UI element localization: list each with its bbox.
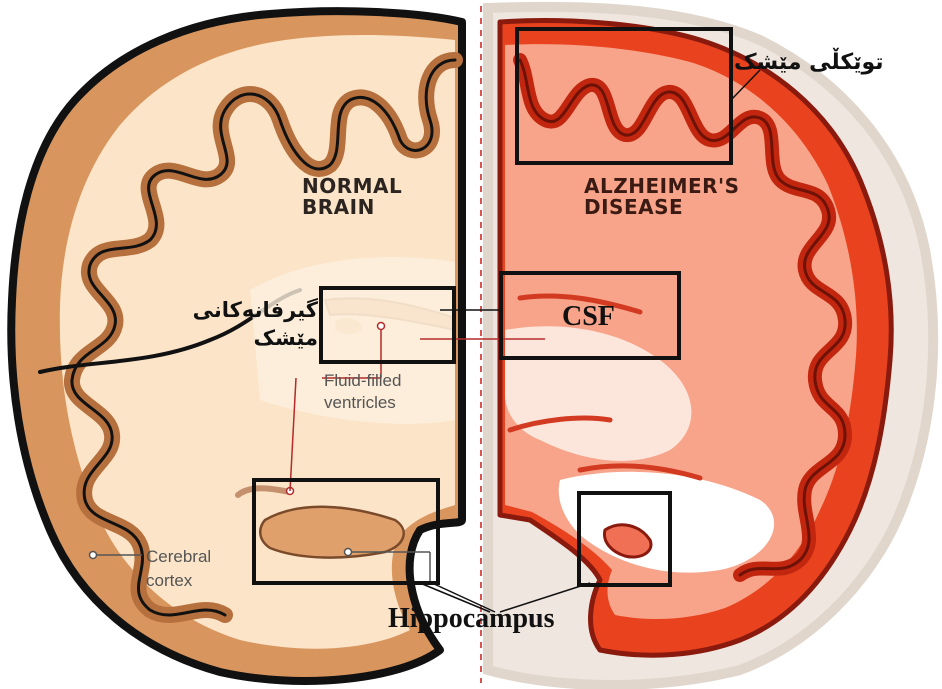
kurdish-ventricles-line-2: مێشک <box>200 324 318 352</box>
kurdish-ventricles-label: گیرفانەکانی مێشک <box>200 296 318 352</box>
alzheimers-heading: ALZHEIMER'S DISEASE <box>584 176 740 218</box>
csf-label: CSF <box>562 302 615 331</box>
normal-brain-heading: NORMAL BRAIN <box>302 176 402 218</box>
cortex-label-line-2: cortex <box>146 569 211 593</box>
hippocampus-inner-dot <box>345 549 352 556</box>
ventricles-label-line-1: Fluid-filled <box>324 370 401 392</box>
ad-heading-line-2: DISEASE <box>584 197 740 218</box>
ventricles-label-line-2: ventricles <box>324 392 401 414</box>
cortex-pointer-dot <box>90 552 97 559</box>
ventricles-label: Fluid-filled ventricles <box>324 370 401 414</box>
ventricle-pointer-dot <box>378 323 385 330</box>
kurdish-cortex-label: توێکڵی مێشک <box>734 51 884 74</box>
normal-heading-line-1: NORMAL <box>302 176 402 197</box>
kurdish-ventricles-line-1: گیرفانەکانی <box>200 296 318 324</box>
cerebral-cortex-label: Cerebral cortex <box>146 545 211 593</box>
cortex-label-line-1: Cerebral <box>146 545 211 569</box>
hippocampus-label: Hippocampus <box>388 604 555 633</box>
normal-heading-line-2: BRAIN <box>302 197 402 218</box>
ad-heading-line-1: ALZHEIMER'S <box>584 176 740 197</box>
